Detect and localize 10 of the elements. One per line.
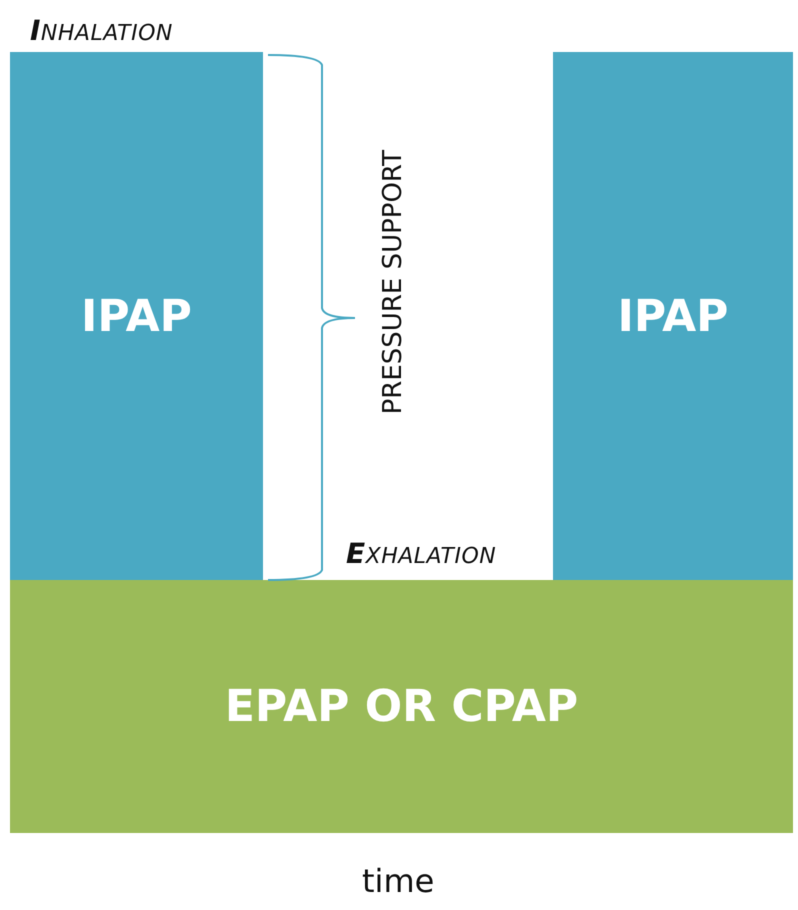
axis-label: time [362,862,434,900]
block-label: IPAP [81,290,192,342]
block-label: IPAP [618,290,728,342]
axis-label: PRESSURE SUPPORT [378,150,408,414]
phase-label: INHALATION [30,14,173,47]
phase-label: EXHALATION [346,537,496,570]
epap-block [10,580,793,833]
ipap-block [553,52,793,580]
ipap-block [10,52,263,580]
block-label: EPAP OR CPAP [224,681,578,732]
